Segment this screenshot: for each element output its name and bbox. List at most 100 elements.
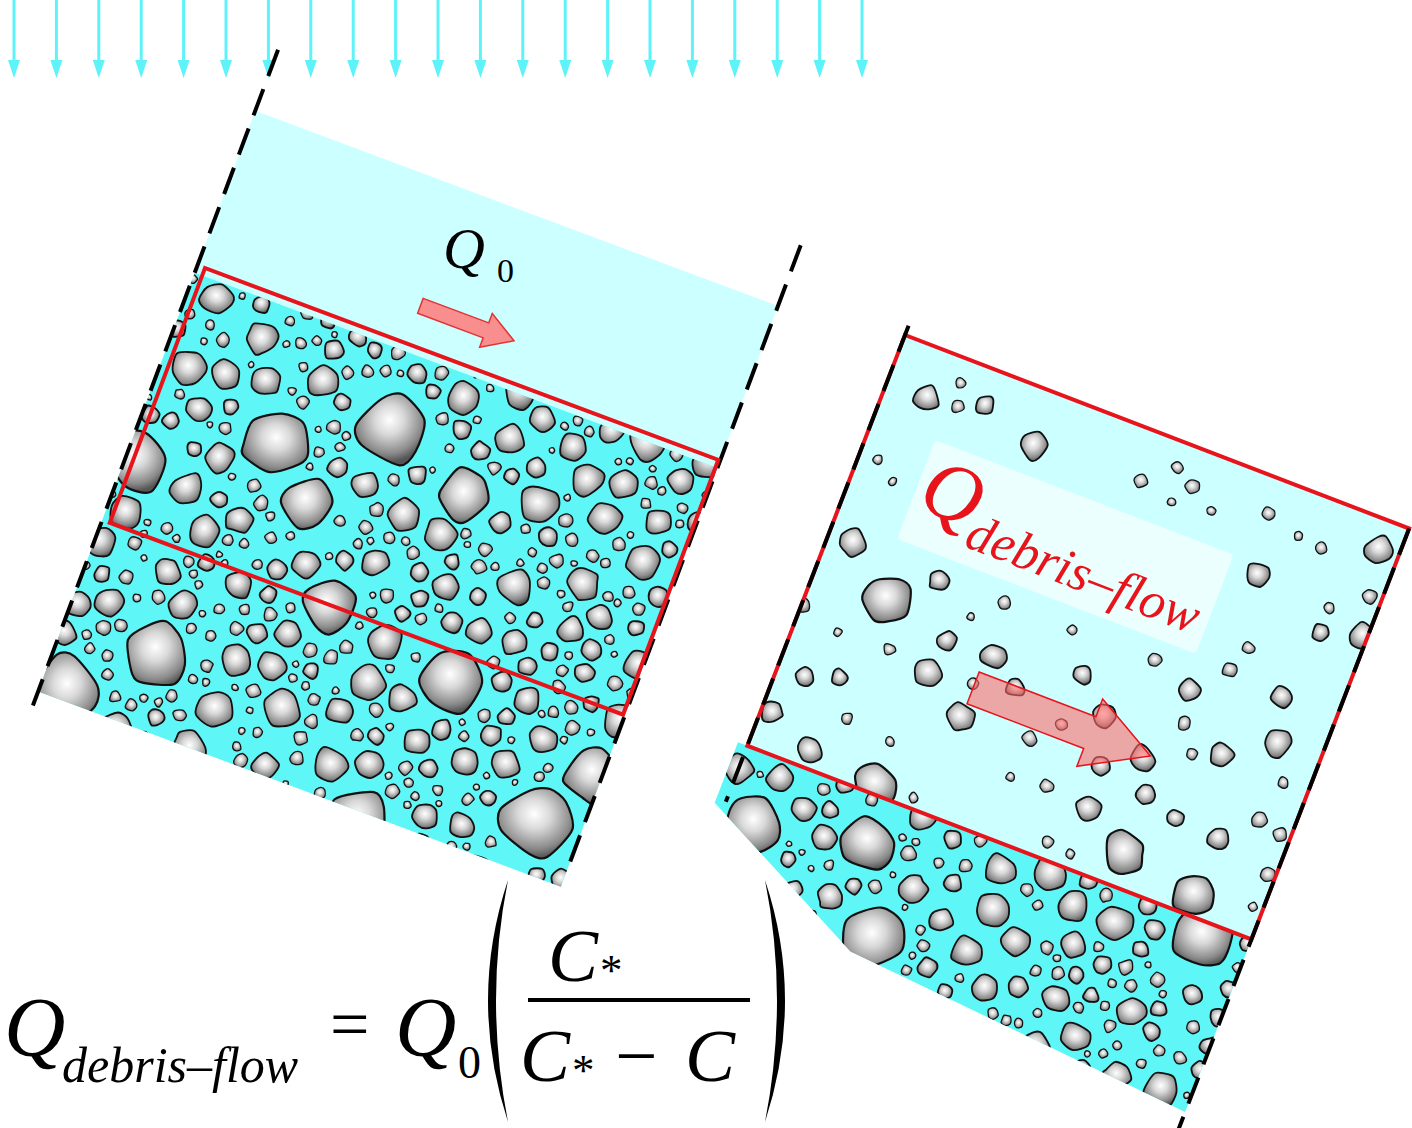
gravel-stone [842, 969, 850, 977]
gravel-stone [484, 835, 498, 850]
gravel-stone [249, 749, 282, 782]
gravel-stone [469, 439, 493, 463]
gravel-stone [1099, 1000, 1111, 1012]
gravel-stone [941, 828, 964, 852]
gravel-stone [1293, 530, 1304, 542]
gravel-stone [788, 794, 819, 824]
gravel-stone [660, 540, 680, 560]
gravel-stone [348, 467, 383, 501]
gravel-stone [1038, 982, 1073, 1014]
gravel-stone [252, 493, 271, 513]
gravel-stone [999, 1035, 1015, 1050]
gravel-stone [405, 361, 430, 386]
gravel-stone [1140, 1021, 1163, 1043]
gravel-stone [132, 593, 142, 603]
gravel-stone [287, 386, 297, 396]
gravel-stone [160, 410, 181, 431]
gravel-stone [820, 799, 841, 820]
gravel-stone [1322, 601, 1336, 615]
gravel-stone [146, 394, 153, 401]
gravel-stone [291, 729, 310, 748]
gravel-stone [248, 363, 285, 399]
gravel-stone [151, 555, 186, 589]
column-boundary [726, 326, 909, 802]
gravel-stone [1277, 776, 1290, 790]
gravel-stone [796, 950, 831, 984]
gravel-stone [613, 598, 622, 607]
gravel-stone [547, 551, 565, 569]
gravel-stone [305, 803, 312, 810]
rain-shaft [521, 0, 524, 62]
rain-head [8, 60, 20, 78]
gravel-stone [844, 876, 864, 896]
gravel-stone [143, 518, 152, 526]
gravel-stone [417, 757, 440, 780]
gravel-stone [408, 588, 430, 610]
gravel-stone [584, 499, 625, 538]
gravel-stone [1052, 953, 1062, 963]
gravel-stone [514, 881, 524, 886]
gravel-stone [384, 663, 395, 673]
gravel-stone [732, 860, 745, 872]
gravel-stone [193, 579, 204, 590]
gravel-stone [199, 658, 214, 673]
gravel-stone [834, 810, 902, 875]
gravel-stone [357, 519, 375, 536]
gravel-stone [586, 728, 595, 737]
gravel-stone [527, 403, 560, 436]
rain-head [93, 60, 105, 78]
rain-head [729, 60, 741, 78]
gravel-stone [109, 690, 123, 704]
gravel-stone [1176, 676, 1204, 705]
flow-symbol: Q [443, 220, 485, 278]
gravel-stone [603, 633, 615, 645]
gravel-stone [485, 383, 495, 393]
gravel-stone [516, 558, 525, 567]
gravel-stone [555, 663, 569, 677]
gravel-stone [212, 763, 231, 782]
gravel-stone [583, 601, 616, 633]
gravel-stone [790, 955, 799, 964]
gravel-stone [1250, 810, 1270, 830]
rain-arrow [474, 0, 486, 78]
gravel-stone [1206, 505, 1217, 516]
formula-symbol: Q [4, 985, 65, 1070]
gravel-stone [1149, 971, 1167, 989]
gravel-stone [498, 626, 531, 660]
gravel-stone [444, 443, 455, 454]
gravel-stone [1020, 729, 1040, 748]
gravel-stone [206, 421, 214, 429]
gravel-stone [383, 494, 424, 536]
gravel-stone [915, 924, 927, 936]
gravel-stone [221, 397, 241, 417]
gravel-stone [614, 457, 622, 465]
rain-arrow [686, 0, 698, 78]
rain-arrow [602, 0, 614, 78]
gravel-stone [165, 586, 201, 623]
gravel-stone [213, 603, 226, 616]
gravel-stone [351, 747, 387, 782]
gravel-stone [94, 707, 137, 749]
gravel-stone [413, 611, 428, 626]
gravel-stone [1314, 540, 1329, 555]
gravel-stone [1102, 1019, 1117, 1035]
gravel-stone [397, 369, 405, 377]
gravel-stone [367, 500, 385, 518]
gravel-stone [91, 584, 127, 620]
gravel-stone [1144, 961, 1152, 969]
gravel-stone [1146, 652, 1163, 669]
rain-shaft [564, 0, 567, 62]
gravel-stone [1133, 782, 1158, 807]
gravel-stone [507, 736, 516, 744]
gravel-stone [1361, 531, 1398, 568]
gravel-stone [496, 706, 517, 727]
gravel-stone [556, 589, 566, 599]
flow-arrow [960, 654, 1163, 789]
rain-head [347, 60, 359, 78]
bed-gravel [38, 273, 717, 887]
gravel-stone [599, 557, 612, 570]
gravel-stone [793, 664, 817, 688]
gravel-stone [502, 466, 521, 485]
gravel-stone [116, 611, 198, 695]
gravel-stone [331, 331, 338, 338]
